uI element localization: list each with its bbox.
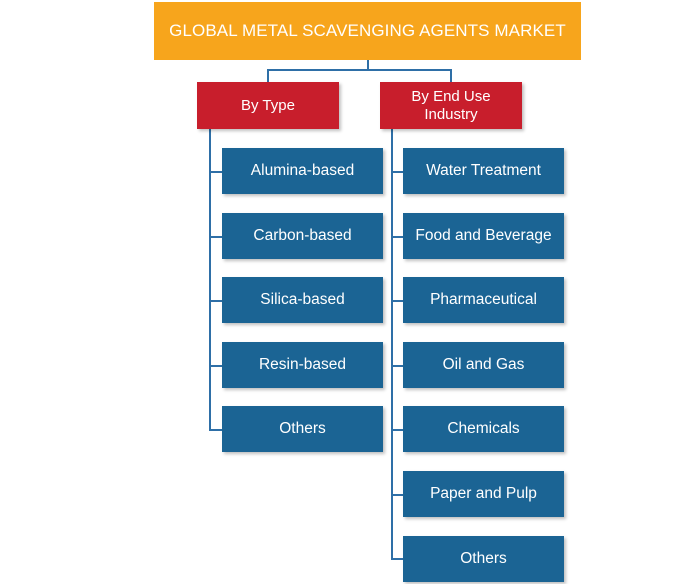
connector-type-leaf-2 (209, 236, 222, 238)
type-item-resin-based: Resin-based (222, 342, 383, 388)
enduse-item-others: Others (403, 536, 564, 582)
connector-title-bar (267, 69, 452, 71)
type-item-alumina-based: Alumina-based (222, 148, 383, 194)
category-by-end-use-industry: By End Use Industry (380, 82, 522, 129)
enduse-item-paper-and-pulp: Paper and Pulp (403, 471, 564, 517)
connector-type-leaf-3 (209, 300, 222, 302)
connector-type-leaf-4 (209, 365, 222, 367)
enduse-item-pharmaceutical: Pharmaceutical (403, 277, 564, 323)
connector-to-by-end-use (450, 69, 452, 82)
connector-enduse-leaf-5 (391, 429, 403, 431)
category-by-end-use-industry-label: By End Use Industry (411, 88, 491, 123)
connector-enduse-leaf-1 (391, 171, 403, 173)
connector-enduse-trunk (391, 129, 393, 560)
diagram-title: GLOBAL METAL SCAVENGING AGENTS MARKET (154, 2, 581, 60)
enduse-item-chemicals: Chemicals (403, 406, 564, 452)
enduse-item-oil-and-gas: Oil and Gas (403, 342, 564, 388)
connector-enduse-leaf-7 (391, 558, 403, 560)
connector-enduse-leaf-3 (391, 300, 403, 302)
connector-type-leaf-1 (209, 171, 222, 173)
connector-to-by-type (267, 69, 269, 82)
category-by-type: By Type (197, 82, 339, 129)
type-item-carbon-based: Carbon-based (222, 213, 383, 259)
connector-title-stem (367, 60, 369, 71)
type-item-others: Others (222, 406, 383, 452)
connector-type-leaf-5 (209, 429, 222, 431)
type-item-silica-based: Silica-based (222, 277, 383, 323)
enduse-item-food-and-beverage: Food and Beverage (403, 213, 564, 259)
connector-enduse-leaf-2 (391, 236, 403, 238)
enduse-item-water-treatment: Water Treatment (403, 148, 564, 194)
connector-enduse-leaf-4 (391, 365, 403, 367)
connector-type-trunk (209, 129, 211, 431)
connector-enduse-leaf-6 (391, 494, 403, 496)
